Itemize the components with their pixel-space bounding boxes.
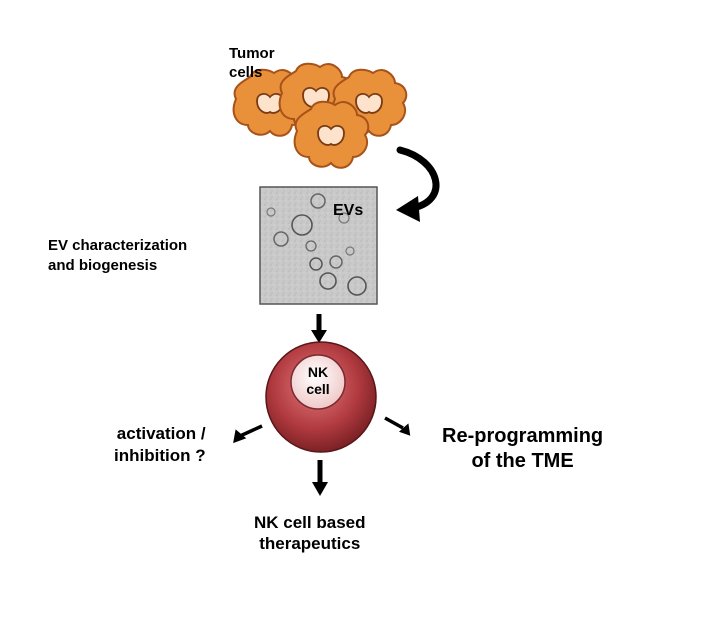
tumor-cell xyxy=(293,100,370,169)
vesicle xyxy=(338,212,350,224)
vesicle xyxy=(329,255,343,269)
ev-characterization-label: EV characterization and biogenesis xyxy=(48,236,187,276)
ev-characterization-line: EV characterization xyxy=(48,237,188,254)
tumor-cells-label-line: Tumor xyxy=(229,45,275,62)
curved-arrow xyxy=(396,146,440,222)
nk-cell: NK cell xyxy=(265,341,377,453)
activation-inhibition-label: activation / inhibition ? xyxy=(114,423,206,467)
arrow-to-therapeutics xyxy=(312,460,328,496)
arrow-evs-to-nk xyxy=(311,314,327,343)
vesicle xyxy=(345,246,355,256)
reprogramming-tme-label: Re-programming of the TME xyxy=(442,424,603,474)
nk-therapeutics-label: NK cell based therapeutics xyxy=(254,512,366,554)
nk-therapeutics-line: NK cell based xyxy=(254,513,366,532)
vesicle xyxy=(266,207,276,217)
activation-inhibition-line: activation / xyxy=(116,424,206,443)
vesicle xyxy=(309,257,323,271)
vesicle xyxy=(319,272,337,290)
arrow-to-reprogramming xyxy=(384,416,411,436)
tumor-cells-label-line: cells xyxy=(229,64,263,81)
vesicle xyxy=(310,193,326,209)
nk-therapeutics-line: therapeutics xyxy=(259,534,361,553)
nk-cell-label-line: cell xyxy=(306,381,329,397)
vesicle xyxy=(291,214,313,236)
vesicle xyxy=(305,240,317,252)
tumor-cells-label: Tumor cells xyxy=(229,44,275,82)
ev-micrograph: EVs xyxy=(259,186,378,305)
nk-cell-label-line: NK xyxy=(308,364,328,380)
vesicle xyxy=(273,231,289,247)
arrow-to-activation xyxy=(233,424,263,444)
reprogramming-tme-line: Re-programming xyxy=(442,425,604,447)
activation-inhibition-line: inhibition ? xyxy=(114,446,206,465)
vesicle xyxy=(347,276,367,296)
evs-label: EVs xyxy=(333,202,363,219)
nk-cell-nucleus xyxy=(290,354,346,410)
ev-characterization-line: and biogenesis xyxy=(48,257,158,274)
reprogramming-tme-line: of the TME xyxy=(471,450,574,472)
